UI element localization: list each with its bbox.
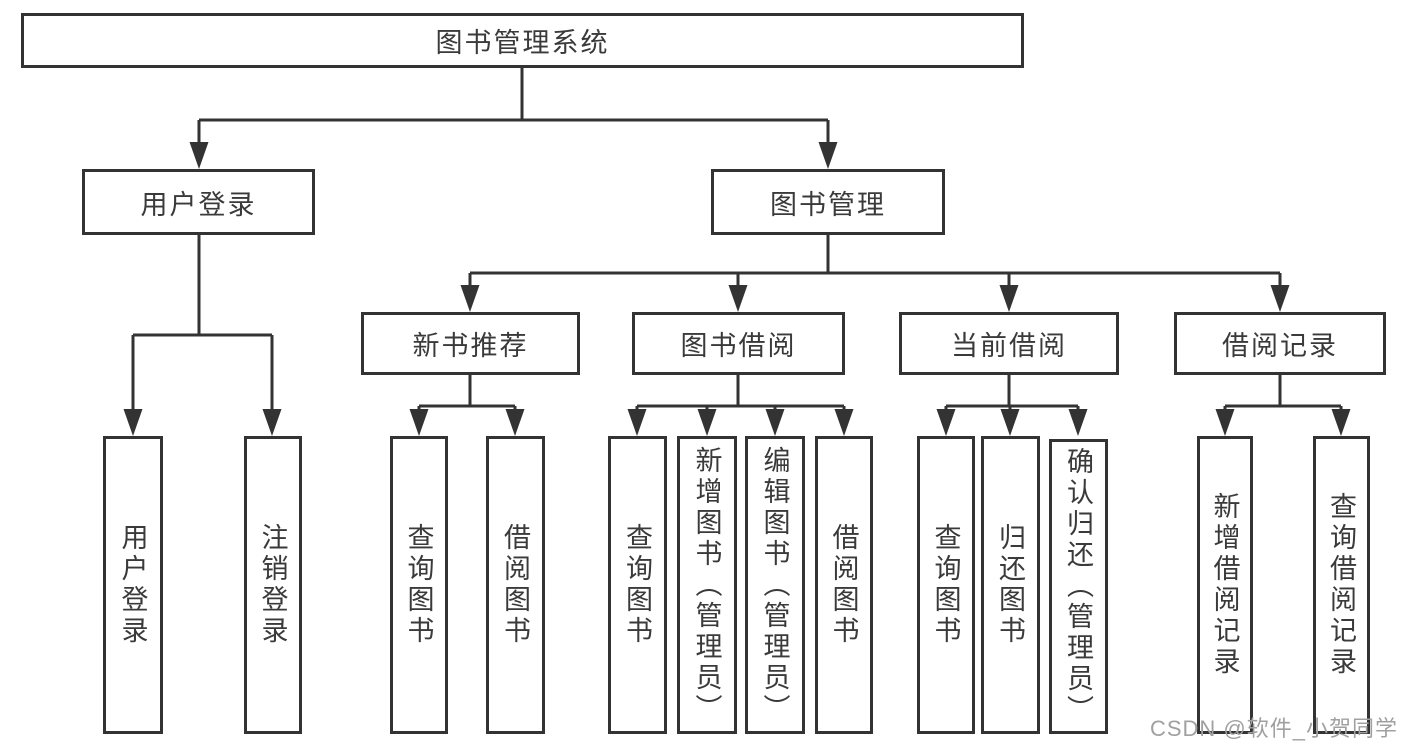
node-user-login: 用户登录 [82, 169, 315, 235]
arrow-down-icon [936, 409, 956, 436]
arrow-down-icon [460, 285, 480, 312]
arrow-down-icon [123, 409, 143, 436]
arrow-down-icon [627, 409, 647, 436]
arrow-down-icon [697, 409, 717, 436]
arrow-down-icon [505, 409, 525, 436]
leaf-edit-books-admin: 编辑图书（管理员） [745, 436, 805, 734]
leaf-logout: 注销登录 [244, 436, 302, 734]
arrow-down-icon [409, 409, 429, 436]
leaf-add-books-admin: 新增图书（管理员） [677, 436, 737, 734]
arrow-down-icon [1215, 409, 1235, 436]
leaf-add-borrow-record: 新增借阅记录 [1197, 436, 1253, 734]
arrow-down-icon [728, 285, 748, 312]
arrow-down-icon [1068, 409, 1088, 436]
arrow-down-icon [834, 409, 854, 436]
node-new-book-recommend: 新书推荐 [361, 312, 580, 375]
node-root-library-system: 图书管理系统 [21, 13, 1024, 68]
leaf-confirm-return-admin: 确认归还（管理员） [1049, 439, 1108, 734]
leaf-return-books: 归还图书 [981, 436, 1040, 734]
leaf-query-books: 查询图书 [390, 436, 448, 734]
leaf-borrow-books: 借阅图书 [486, 436, 545, 734]
arrow-down-icon [1331, 409, 1351, 436]
arrow-down-icon [818, 142, 838, 169]
leaf-query-borrow-record: 查询借阅记录 [1313, 436, 1370, 734]
node-borrow-records: 借阅记录 [1174, 312, 1386, 375]
leaf-query-books: 查询图书 [608, 436, 667, 734]
leaf-user-login: 用户登录 [103, 436, 163, 734]
leaf-borrow-books: 借阅图书 [815, 436, 873, 734]
leaf-query-books: 查询图书 [917, 436, 975, 734]
csdn-watermark: CSDN @软件_小贺同学 [1149, 716, 1398, 741]
node-book-management: 图书管理 [711, 169, 945, 235]
arrow-down-icon [189, 142, 209, 169]
node-current-borrow: 当前借阅 [899, 312, 1119, 375]
arrow-down-icon [1000, 409, 1020, 436]
arrow-down-icon [999, 285, 1019, 312]
node-book-borrow: 图书借阅 [632, 312, 845, 375]
arrow-down-icon [1270, 285, 1290, 312]
arrow-down-icon [765, 409, 785, 436]
arrow-down-icon [262, 409, 282, 436]
